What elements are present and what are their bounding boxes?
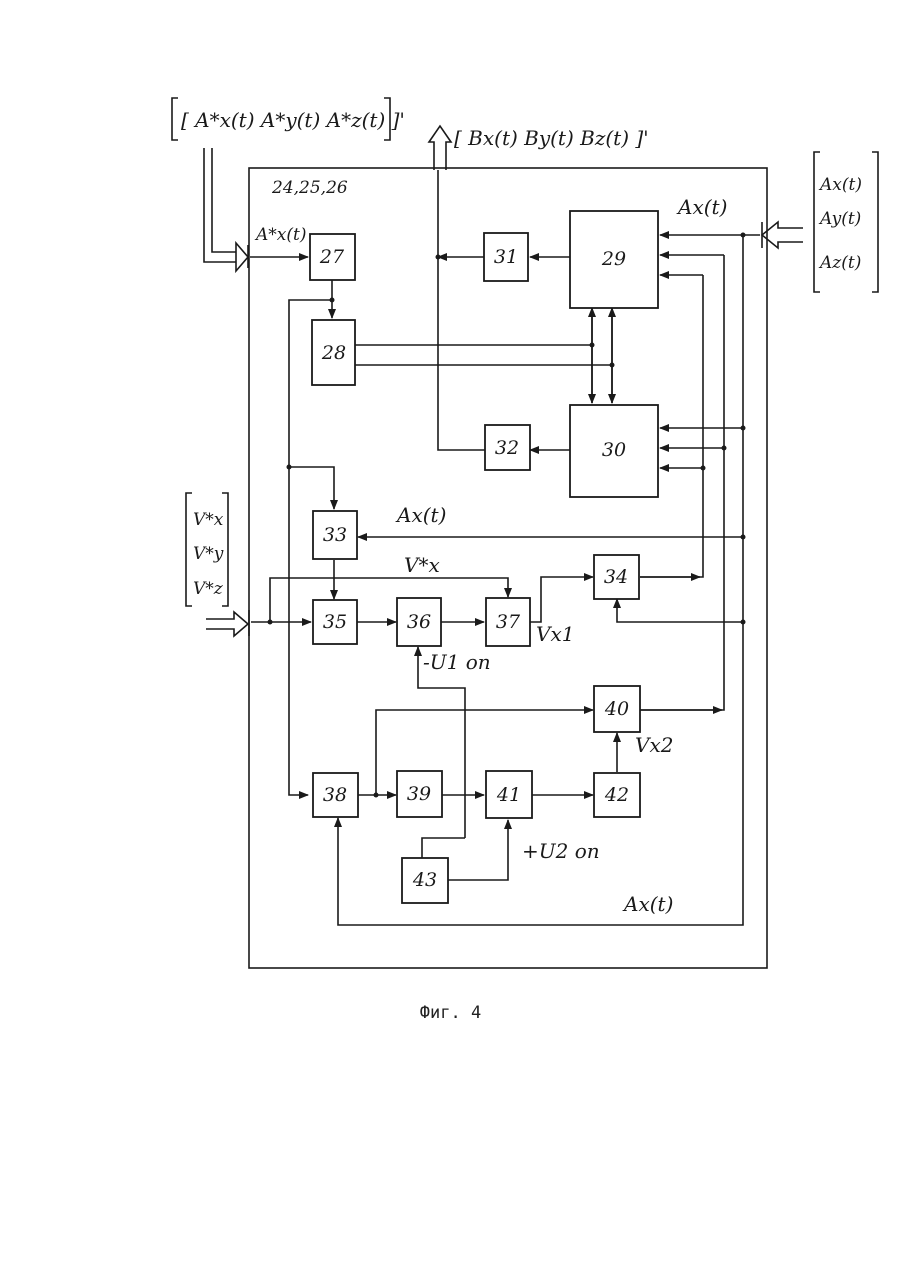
vx1-label: Vx1: [536, 622, 574, 646]
block-35: 35: [313, 600, 357, 644]
block-39: 39: [397, 771, 442, 817]
block-33: 33: [313, 511, 357, 559]
ax-top-label: Ax(t): [676, 195, 727, 219]
block-41: 41: [486, 771, 532, 818]
input-ax-star-label: A*x(t): [254, 225, 306, 245]
v-star-vector-label: V*x V*y V*z: [186, 493, 228, 606]
block-27: 27: [310, 234, 355, 280]
block-31: 31: [484, 233, 528, 281]
figure-caption: Фиг. 4: [0, 1003, 901, 1023]
svg-text:39: 39: [407, 783, 431, 805]
block-29: 29: [570, 211, 658, 308]
block-32: 32: [485, 425, 530, 470]
right-vector-ax: Ax(t): [818, 175, 862, 195]
svg-text:30: 30: [602, 439, 626, 461]
v-star-x: V*x: [193, 510, 224, 530]
u2-label: +U2 оп: [522, 839, 600, 863]
vx-star-label: V*x: [404, 553, 440, 577]
v-star-z: V*z: [193, 579, 224, 599]
svg-text:36: 36: [407, 611, 431, 633]
block-42: 42: [594, 773, 640, 817]
svg-text:29: 29: [601, 248, 626, 270]
block-34: 34: [594, 555, 639, 599]
block-group-label: 24,25,26: [271, 178, 348, 198]
svg-text:27: 27: [319, 246, 345, 268]
svg-text:37: 37: [496, 611, 521, 633]
right-vector-ay: Ay(t): [818, 209, 861, 229]
svg-text:35: 35: [323, 611, 347, 633]
right-vector-az: Az(t): [818, 253, 861, 273]
svg-text:40: 40: [604, 698, 629, 720]
ax-mid-label: Ax(t): [395, 503, 446, 527]
svg-text:34: 34: [604, 566, 628, 588]
v-star-y: V*y: [193, 544, 224, 564]
svg-text:33: 33: [323, 524, 347, 546]
svg-text:28: 28: [321, 342, 346, 364]
ax-bottom-label: Ax(t): [622, 892, 673, 916]
svg-text:41: 41: [496, 784, 521, 806]
block-40: 40: [594, 686, 640, 732]
vx2-label: Vx2: [635, 733, 673, 757]
block-30: 30: [570, 405, 658, 497]
svg-text:43: 43: [412, 869, 437, 891]
svg-text:32: 32: [495, 437, 519, 459]
output-vector-label: [ Bx(t) By(t) Bz(t) ]': [454, 126, 649, 150]
output-vector-text: [ Bx(t) By(t) Bz(t) ]': [454, 126, 649, 150]
block-38: 38: [313, 773, 358, 817]
input-star-vector-text: [ A*x(t) A*y(t) A*z(t) ]': [181, 108, 405, 132]
svg-text:42: 42: [604, 784, 629, 806]
u1-label: -U1 оп: [423, 650, 491, 674]
svg-text:38: 38: [323, 784, 347, 806]
block-28: 28: [312, 320, 355, 385]
block-43: 43: [402, 858, 448, 903]
block-36: 36: [397, 598, 441, 646]
right-vector-label: Ax(t) Ay(t) Az(t): [814, 152, 878, 292]
block-37: 37: [486, 598, 530, 646]
input-star-vector-label: [ A*x(t) A*y(t) A*z(t) ]': [172, 98, 405, 140]
svg-text:31: 31: [494, 246, 518, 268]
